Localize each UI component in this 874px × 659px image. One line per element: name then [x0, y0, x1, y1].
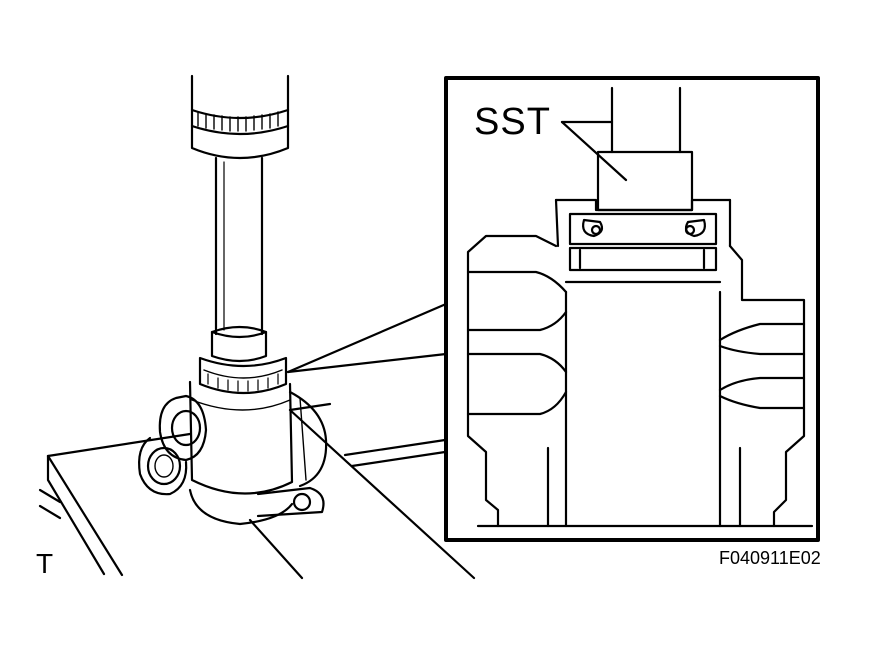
pump-body: [138, 325, 328, 526]
sst-tool: [560, 86, 694, 212]
callout-leader: [286, 302, 448, 374]
sst-label: SST: [474, 101, 551, 143]
oil-seal: [554, 198, 732, 272]
corner-mark: T: [36, 548, 54, 579]
figure-code: F040911E02: [719, 548, 821, 568]
press-ram: [190, 74, 290, 336]
work-bench: [38, 402, 476, 580]
detail-inset: [444, 76, 820, 542]
pump-housing-section: [466, 234, 814, 528]
